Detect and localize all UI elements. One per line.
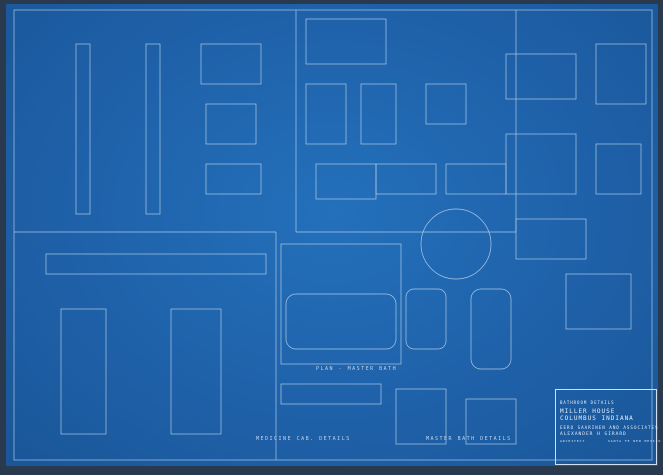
title-block: BATHROOM DETAILS MILLER HOUSE COLUMBUS I… bbox=[555, 389, 660, 465]
plan-label: PLAN - MASTER BATH bbox=[316, 366, 398, 372]
project-location: COLUMBUS INDIANA bbox=[560, 415, 634, 422]
designer-role: ARCHITECT bbox=[560, 439, 586, 443]
designer-location: SANTA FE NEW MEXICO bbox=[608, 439, 662, 443]
blueprint-sheet: MEDICINE CAB. DETAILS PLAN - MASTER BATH… bbox=[6, 4, 660, 466]
sheet-title: BATHROOM DETAILS bbox=[560, 400, 615, 405]
drawing-linework bbox=[13, 9, 653, 461]
project-name: MILLER HOUSE bbox=[560, 408, 616, 415]
designer-name: ALEXANDER H GIRARD bbox=[560, 432, 627, 437]
medicine-cabinet-label: MEDICINE CAB. DETAILS bbox=[256, 436, 351, 442]
architect-name: EERO SAARINEN AND ASSOCIATES bbox=[560, 425, 659, 430]
master-bath-label: MASTER BATH DETAILS bbox=[426, 436, 512, 442]
